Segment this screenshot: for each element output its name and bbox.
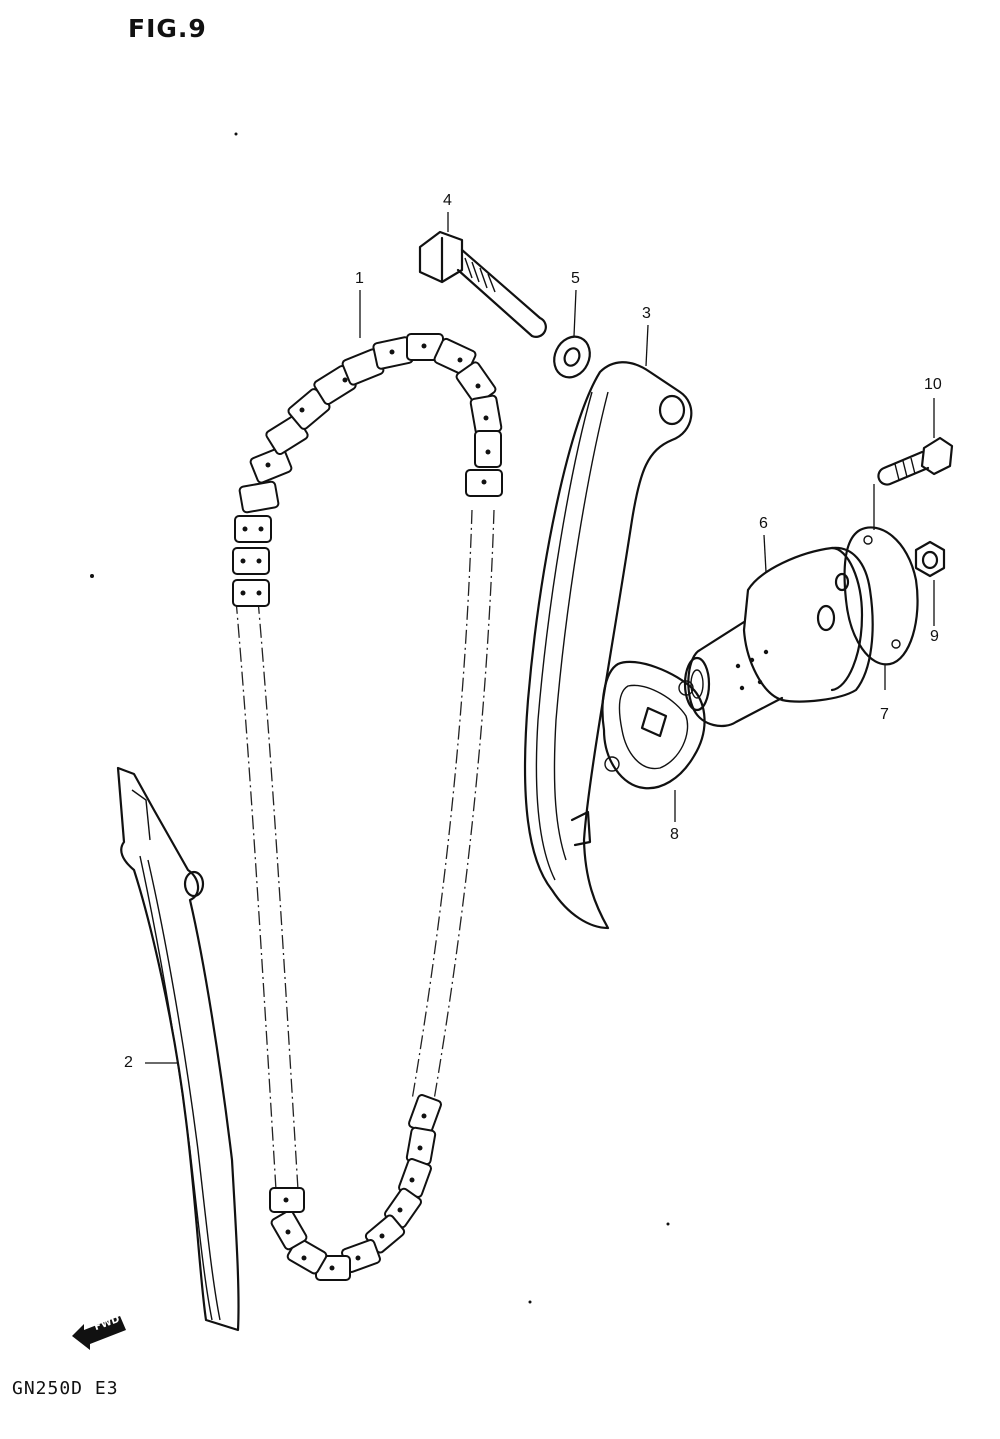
callout-2: 2	[124, 1054, 133, 1071]
callout-10: 10	[924, 376, 942, 393]
part-5-washer	[553, 335, 591, 379]
part-3-tensioner-guide	[523, 361, 693, 930]
callout-9: 9	[930, 628, 939, 645]
part-2-chain-guide	[116, 766, 240, 1332]
scan-specks	[90, 132, 670, 1304]
part-9-nut	[914, 540, 946, 578]
callout-1: 1	[355, 270, 364, 287]
part-7-gasket	[843, 526, 919, 666]
part-1-cam-chain	[232, 333, 503, 1281]
callout-8: 8	[670, 826, 679, 843]
leader-lines	[145, 212, 935, 1064]
arrow-left-icon	[72, 1316, 126, 1350]
callout-5: 5	[571, 270, 580, 287]
model-code: GN250D E3	[12, 1378, 119, 1399]
part-6-tensioner-adjuster	[683, 546, 874, 728]
callout-6: 6	[759, 515, 768, 532]
part-4-bolt	[418, 230, 547, 338]
part-10-bolt	[877, 436, 954, 486]
callout-3: 3	[642, 305, 651, 322]
callout-7: 7	[880, 706, 889, 723]
callout-4: 4	[443, 192, 452, 209]
part-8-gasket	[601, 660, 706, 790]
figure-title: FIG.9	[128, 14, 207, 43]
